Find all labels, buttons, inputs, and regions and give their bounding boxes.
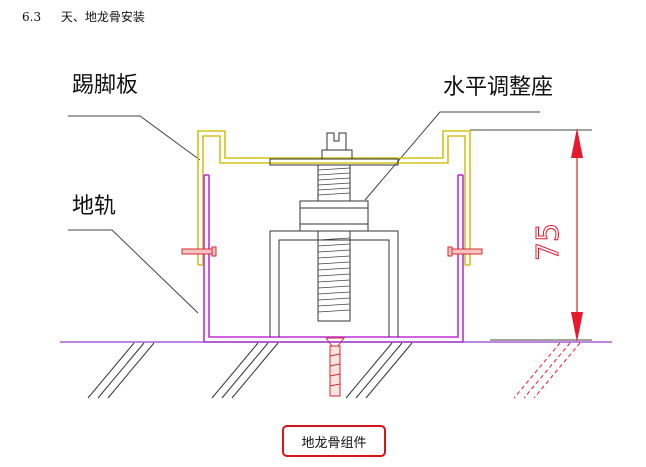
- leader-lines: [68, 111, 592, 341]
- section-heading: 6.3 天、地龙骨安装: [22, 8, 145, 25]
- section-title: 天、地龙骨安装: [60, 10, 145, 24]
- floor-anchor-icon: [325, 337, 345, 397]
- baseboard-label: 踢脚板: [72, 73, 138, 98]
- leveling-seat-leader: [364, 111, 540, 201]
- dimension-arrow-bottom: [571, 312, 583, 342]
- dimension-75: 75: [531, 128, 583, 342]
- floor-track: [203, 174, 464, 343]
- floor-track-leader: [68, 229, 199, 314]
- ground-hatch: [87, 342, 413, 399]
- dimension-arrow-top: [571, 128, 583, 158]
- floor-track-label: 地轨: [72, 194, 116, 219]
- left-screw-icon: [181, 246, 217, 257]
- thread-lines: [317, 167, 351, 313]
- leveling-seat-label: 水平调整座: [443, 75, 553, 100]
- right-screw-icon: [447, 246, 483, 257]
- section-number: 6.3: [22, 10, 42, 24]
- baseboard-leader: [68, 115, 201, 161]
- caption: 地龙骨组件: [282, 425, 386, 457]
- ground-hatch-red: [513, 342, 581, 399]
- dimension-value: 75: [531, 223, 566, 261]
